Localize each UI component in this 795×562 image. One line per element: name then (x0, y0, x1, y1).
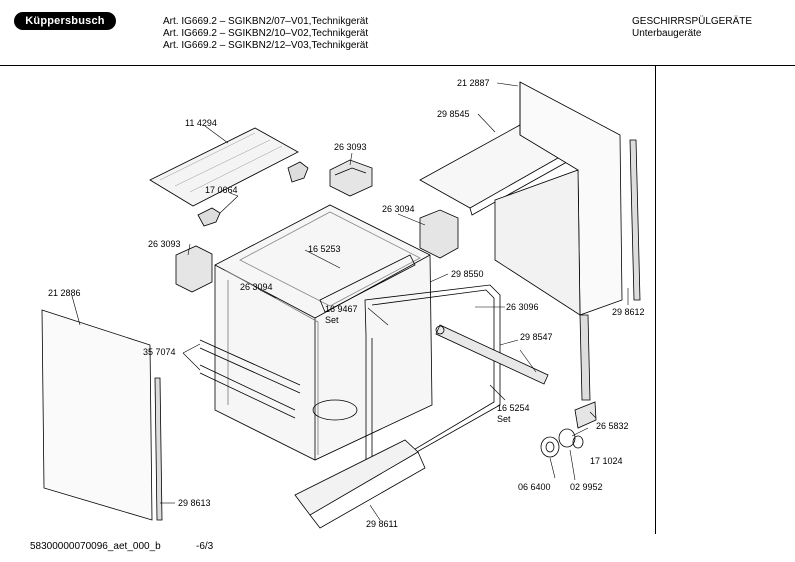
article-list: Art. IG669.2 – SGIKBN2/07–V01,Technikger… (163, 16, 368, 52)
column-divider (655, 66, 656, 534)
part-seal (629, 139, 641, 301)
part-bracket (419, 209, 459, 259)
part-label: 29 8613 (178, 498, 211, 508)
document-id: 58300000070096_aet_000_b (30, 541, 161, 552)
part-spray-arm (435, 324, 549, 385)
part-label: 35 7074 (143, 347, 176, 357)
part-label: 29 8611 (366, 519, 398, 529)
part-bracket (175, 245, 213, 293)
article-line: Art. IG669.2 – SGIKBN2/10–V02,Technikger… (163, 28, 369, 39)
part-label-set: Set (325, 315, 339, 325)
part-label: 29 8550 (451, 269, 484, 279)
part-label: 29 8612 (612, 307, 645, 317)
part-label: 26 3093 (148, 239, 181, 249)
part-label: 26 3094 (240, 282, 273, 292)
category-title: GESCHIRRSPÜLGERÄTE (632, 16, 753, 27)
part-clip (197, 207, 221, 227)
part-tub (214, 204, 433, 461)
part-label: 26 3094 (382, 204, 415, 214)
leader-lines (71, 82, 629, 521)
part-tub-sump (312, 399, 358, 421)
part-label: 17 1024 (590, 456, 623, 466)
part-label: 21 2886 (48, 288, 81, 298)
part-label: 26 5832 (596, 421, 629, 431)
part-label: 16 5254 (497, 403, 530, 413)
part-sheet (149, 127, 299, 207)
part-side-panel-left (41, 309, 153, 521)
part-nut (558, 428, 576, 448)
part-label: 26 3093 (334, 142, 367, 152)
part-rail (199, 339, 301, 394)
part-label: 16 5253 (308, 244, 341, 254)
part-label: 26 3096 (506, 302, 539, 312)
part-label: 11 4294 (185, 118, 217, 128)
part-rail (199, 364, 296, 419)
part-ring (540, 436, 560, 458)
part-label: 29 8547 (520, 332, 553, 342)
part-clip (287, 161, 309, 183)
page-number: -6/3 (196, 541, 214, 552)
part-label: 16 9467 (325, 304, 358, 314)
category-subtitle: Unterbaugeräte (632, 28, 702, 39)
part-door-gasket (364, 284, 501, 476)
diagram-drawing (41, 81, 641, 529)
category-block: GESCHIRRSPÜLGERÄTE Unterbaugeräte (632, 16, 752, 40)
header-divider (0, 65, 795, 66)
article-line: Art. IG669.2 – SGIKBN2/12–V03,Technikger… (163, 40, 369, 51)
brand-logo: Küppersbusch (14, 12, 116, 30)
part-washer (572, 435, 584, 449)
part-seal (154, 377, 163, 521)
part-label: 17 0664 (205, 185, 238, 195)
part-hose (579, 314, 591, 401)
part-labels: 21 2887 29 8545 11 4294 26 3093 17 0664 … (48, 78, 645, 529)
part-label: 02 9952 (570, 482, 603, 492)
part-bracket (329, 159, 373, 197)
article-line: Art. IG669.2 – SGIKBN2/07–V01,Technikger… (163, 16, 369, 27)
part-label: 06 6400 (518, 482, 551, 492)
part-label: 29 8545 (437, 109, 470, 119)
part-label-set: Set (497, 414, 511, 424)
part-label: 21 2887 (457, 78, 490, 88)
